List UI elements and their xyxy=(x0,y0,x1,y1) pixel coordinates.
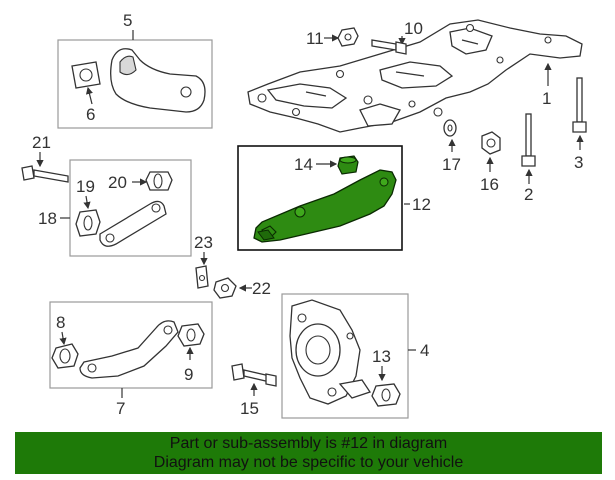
callout-8[interactable]: 8 xyxy=(56,313,65,332)
callout-22[interactable]: 22 xyxy=(252,279,271,298)
trailing-link-part-12[interactable] xyxy=(253,169,397,243)
group-box-5 xyxy=(57,39,213,129)
callout-6[interactable]: 6 xyxy=(86,105,95,124)
arm-part-7 xyxy=(51,320,205,379)
nut-part-22 xyxy=(213,277,237,299)
callout-3[interactable]: 3 xyxy=(574,153,583,172)
nut-part-16 xyxy=(481,131,501,155)
group-box-7 xyxy=(49,301,213,389)
callout-13[interactable]: 13 xyxy=(372,347,391,366)
bracket-part-5 xyxy=(71,48,206,113)
callout-10[interactable]: 10 xyxy=(404,19,423,38)
knuckle-part-4 xyxy=(289,299,372,405)
callout-23[interactable]: 23 xyxy=(194,233,213,252)
group-box-18 xyxy=(69,159,192,257)
callout-18[interactable]: 18 xyxy=(38,209,57,228)
banner-line-1: Part or sub-assembly is #12 in diagram xyxy=(169,435,448,452)
bushing-part-13 xyxy=(371,383,401,407)
callout-5[interactable]: 5 xyxy=(123,11,132,30)
link-part-18 xyxy=(75,171,173,247)
callout-19[interactable]: 19 xyxy=(76,177,95,196)
bolt-part-2 xyxy=(521,113,536,167)
info-banner: Part or sub-assembly is #12 in diagram D… xyxy=(15,432,602,474)
bolt-part-15 xyxy=(231,363,277,387)
group-box-12 xyxy=(237,145,403,251)
clip-part-23 xyxy=(195,265,209,289)
callout-2[interactable]: 2 xyxy=(524,185,533,204)
callout-21[interactable]: 21 xyxy=(32,133,51,152)
banner-line-2: Diagram may not be specific to your vehi… xyxy=(153,454,464,471)
group-box-4 xyxy=(281,293,409,419)
callout-9[interactable]: 9 xyxy=(184,365,193,384)
bolt-part-21 xyxy=(21,165,69,183)
bushing-part-14 xyxy=(337,155,359,175)
washer-part-17 xyxy=(443,119,457,137)
subframe-part-1 xyxy=(247,19,583,133)
callout-16[interactable]: 16 xyxy=(480,175,499,194)
nut-part-11 xyxy=(337,27,359,47)
callout-4[interactable]: 4 xyxy=(420,341,429,360)
callout-7[interactable]: 7 xyxy=(116,399,125,418)
callout-1[interactable]: 1 xyxy=(542,89,551,108)
callout-17[interactable]: 17 xyxy=(442,155,461,174)
callout-14[interactable]: 14 xyxy=(294,155,313,174)
callout-11[interactable]: 11 xyxy=(306,29,324,48)
bolt-part-10 xyxy=(371,39,407,55)
callout-15[interactable]: 15 xyxy=(240,399,259,418)
callout-20[interactable]: 20 xyxy=(108,173,127,192)
bolt-part-3 xyxy=(572,77,587,133)
callout-12[interactable]: 12 xyxy=(412,195,431,214)
